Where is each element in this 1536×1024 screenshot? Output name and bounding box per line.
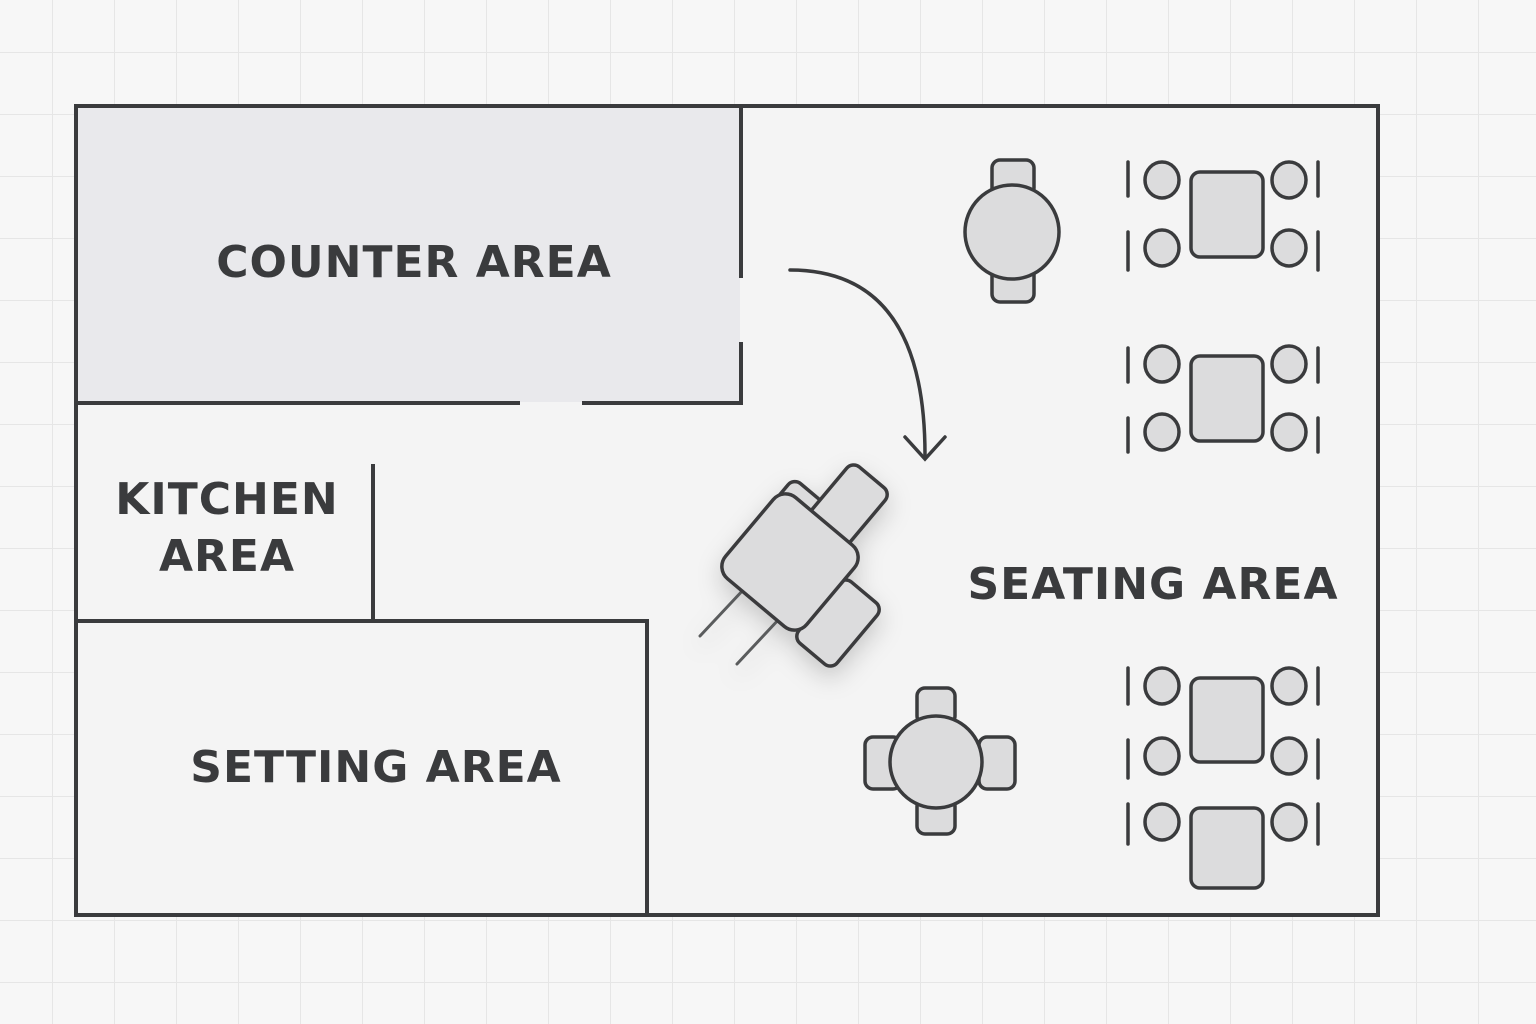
square-table[interactable] (1189, 354, 1265, 443)
table-set-3[interactable] (1126, 666, 1320, 780)
chair (977, 735, 1017, 791)
kitchen-area-label-line1: KITCHEN (115, 474, 338, 525)
seating-area-label: SEATING AREA (967, 559, 1338, 610)
flow-arrow (788, 268, 947, 462)
square-table[interactable] (1189, 676, 1265, 764)
round-table[interactable] (888, 714, 984, 810)
square-table[interactable] (1189, 170, 1265, 259)
chair-leg-mark (698, 586, 747, 638)
stool (1270, 344, 1308, 384)
stool (1143, 666, 1181, 706)
table-set-2[interactable] (1126, 344, 1320, 454)
round-table-two-chairs[interactable] (963, 158, 1061, 304)
counter-area-label: COUNTER AREA (216, 237, 612, 288)
stool (1143, 736, 1181, 776)
outer-wall (74, 104, 1380, 917)
square-table[interactable] (1189, 806, 1265, 890)
counter-area-fill (78, 108, 740, 402)
setting-area-label: SETTING AREA (190, 742, 561, 793)
round-table-four-chairs[interactable] (863, 686, 1017, 836)
chair-leg-mark (735, 616, 782, 666)
table-set-4[interactable] (1126, 802, 1320, 890)
stool (1270, 412, 1308, 452)
stool (1143, 160, 1181, 200)
stool (1270, 228, 1308, 268)
square-table[interactable] (715, 487, 864, 636)
stool (1270, 666, 1308, 706)
kitchen-area-label-line2: AREA (159, 531, 295, 582)
stool (1270, 736, 1308, 776)
rotated-table-group[interactable] (698, 461, 891, 669)
table-set-1[interactable] (1126, 160, 1320, 272)
stool (1143, 802, 1181, 842)
stool (1143, 412, 1181, 452)
stool (1270, 160, 1308, 200)
walls (74, 104, 1380, 917)
round-table[interactable] (963, 183, 1061, 281)
stool (1270, 802, 1308, 842)
stool (1143, 228, 1181, 268)
stool (1143, 344, 1181, 384)
